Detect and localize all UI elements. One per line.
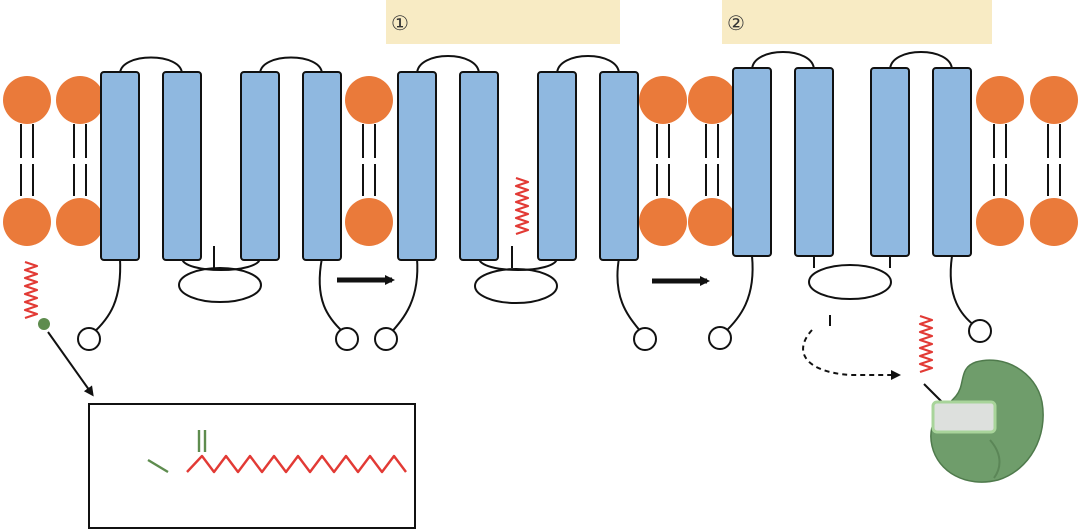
lipid-molecule <box>3 76 51 246</box>
helix <box>397 71 437 261</box>
lipid-head <box>639 76 687 124</box>
receptor-3-tail-bead <box>708 326 732 350</box>
receptor-3 <box>708 51 992 350</box>
receptor-2-c-tail <box>616 257 642 333</box>
receptor-2-tail-bead <box>374 327 398 351</box>
step-2-banner <box>722 0 992 44</box>
receptor-2-c-bead <box>633 327 657 351</box>
fatty-acid-chain-middle <box>514 176 530 236</box>
lipid-molecule <box>976 76 1024 246</box>
lipid-head <box>976 198 1024 246</box>
lipid-head <box>976 76 1024 124</box>
lipid-head <box>1030 76 1078 124</box>
lipid-head <box>345 198 393 246</box>
receptor-1-c-tail <box>318 257 344 333</box>
receptor-3-n-tail <box>723 255 754 334</box>
inset-fatty-acid-chain <box>186 454 407 474</box>
step-1-marker: ① <box>391 11 409 35</box>
receptor-3-c-bead <box>968 319 992 343</box>
helix <box>100 71 140 261</box>
lipid-head <box>3 76 51 124</box>
receptor-2-loop-top-a <box>416 55 480 75</box>
lipid-head <box>3 198 51 246</box>
helix <box>459 71 499 261</box>
receptor-1-loop-bottom <box>181 257 261 271</box>
receptor-1-helices <box>100 71 342 261</box>
inset-box <box>88 403 416 529</box>
step-2-marker: ② <box>727 11 745 35</box>
fatty-acid-chain-right <box>918 314 934 374</box>
lipid-head <box>688 76 736 124</box>
receptor-1-tail-bead <box>77 327 101 351</box>
helix <box>162 71 202 261</box>
receptor-2-helices <box>397 71 639 261</box>
receptor-1 <box>77 56 359 351</box>
fatty-acid-chains <box>23 176 934 374</box>
helix <box>599 71 639 261</box>
lipid-molecule <box>639 76 687 246</box>
transfer-arrow <box>802 329 901 380</box>
receptor-1-g-protein <box>178 267 262 303</box>
lipid-molecule <box>56 76 104 246</box>
receptor-3-loop-top-a <box>751 51 815 71</box>
fatty-acid-head-group <box>38 318 50 330</box>
receptor-2-g-protein <box>474 268 558 304</box>
receptor-3-loop-top-b <box>889 51 953 71</box>
helix <box>537 71 577 261</box>
helix <box>794 67 834 257</box>
receptor-2-n-tail <box>389 257 419 335</box>
helix <box>240 71 280 261</box>
lipid-head <box>688 198 736 246</box>
enzyme-linker <box>923 383 943 403</box>
lipid-head <box>639 198 687 246</box>
helix <box>932 67 972 257</box>
receptor-2 <box>374 55 657 351</box>
lipid-bilayer <box>3 76 1078 246</box>
lipid-head <box>56 198 104 246</box>
receptor-3-g-protein <box>808 264 892 300</box>
receptor-1-loop-top-b <box>259 56 323 75</box>
enzyme-shading <box>989 439 1001 479</box>
lipid-molecule <box>1030 76 1078 246</box>
zoom-arrow <box>47 331 94 397</box>
inset-bond-green <box>147 458 169 474</box>
lipid-head <box>56 76 104 124</box>
enzyme-active-site <box>931 400 997 434</box>
step-1-banner <box>386 0 620 44</box>
receptor-3-helices <box>732 67 972 257</box>
receptor-1-n-tail <box>91 257 122 335</box>
receptor-2-loop-top-b <box>556 55 620 75</box>
fatty-acid-chain-left <box>23 260 39 320</box>
lipid-head <box>345 76 393 124</box>
helix <box>732 67 772 257</box>
receptor-1-c-bead <box>335 327 359 351</box>
receptor-1-loop-top-a <box>119 56 183 75</box>
lipid-molecule <box>688 76 736 246</box>
helix <box>870 67 910 257</box>
receptor-3-c-tail <box>949 255 976 327</box>
helix <box>302 71 342 261</box>
lipid-molecule <box>345 76 393 246</box>
lipid-head <box>1030 198 1078 246</box>
